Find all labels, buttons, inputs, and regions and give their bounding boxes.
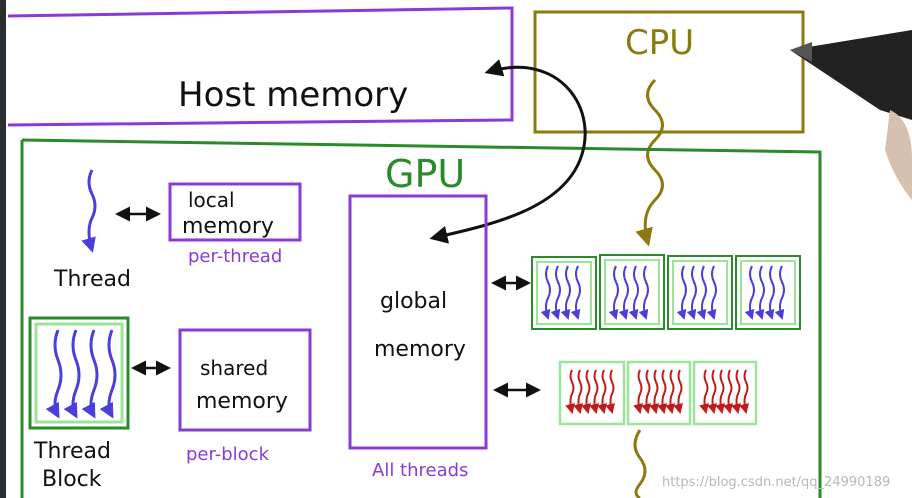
host-memory-box: Host memory bbox=[7, 6, 514, 127]
all-threads-label: All threads bbox=[372, 460, 468, 481]
host-global-memory-arrow bbox=[429, 59, 587, 244]
thread-block-box bbox=[28, 316, 130, 430]
bottom-wavy-line bbox=[633, 429, 647, 498]
red-thread-blocks bbox=[558, 360, 758, 426]
thread-block-label-2: Block bbox=[42, 467, 102, 492]
pen-icon bbox=[790, 30, 912, 120]
global-memory-label-2: memory bbox=[374, 337, 466, 362]
local-memory-box: local memory bbox=[168, 182, 302, 242]
cpu-to-gpu-wavy-arrow bbox=[635, 78, 664, 247]
gpu-label: GPU bbox=[385, 152, 465, 196]
hand-shadow bbox=[885, 110, 912, 200]
blue-block-3 bbox=[667, 255, 733, 330]
blue-block-2 bbox=[599, 254, 665, 330]
per-thread-label: per-thread bbox=[188, 246, 282, 267]
thread-label: Thread bbox=[53, 267, 131, 292]
watermark-text: https://blog.csdn.net/qq_24990189 bbox=[662, 475, 890, 490]
shared-memory-label-2: memory bbox=[196, 389, 288, 414]
blue-thread-blocks bbox=[531, 254, 801, 330]
red-block-1 bbox=[558, 360, 626, 426]
blue-block-4 bbox=[735, 255, 801, 330]
thread-icon bbox=[81, 169, 97, 253]
shared-memory-box: shared memory bbox=[178, 328, 312, 432]
per-block-label: per-block bbox=[186, 444, 270, 465]
gpu-box: GPU bbox=[20, 138, 822, 498]
shared-memory-label-1: shared bbox=[200, 356, 268, 380]
global-memory-label-1: global bbox=[380, 289, 447, 314]
red-block-3 bbox=[692, 360, 758, 426]
left-edge-strip bbox=[0, 0, 6, 498]
thread-block-label-1: Thread bbox=[33, 439, 111, 464]
cpu-box: CPU bbox=[533, 10, 805, 247]
thread-block-threads bbox=[45, 329, 117, 419]
host-memory-label: Host memory bbox=[178, 75, 408, 115]
local-memory-label-1: local bbox=[188, 188, 235, 212]
global-memory-box: global memory bbox=[348, 194, 488, 450]
red-block-2 bbox=[626, 360, 692, 426]
blue-block-1 bbox=[531, 256, 597, 330]
cpu-label: CPU bbox=[625, 23, 694, 63]
local-memory-label-2: memory bbox=[182, 214, 274, 239]
